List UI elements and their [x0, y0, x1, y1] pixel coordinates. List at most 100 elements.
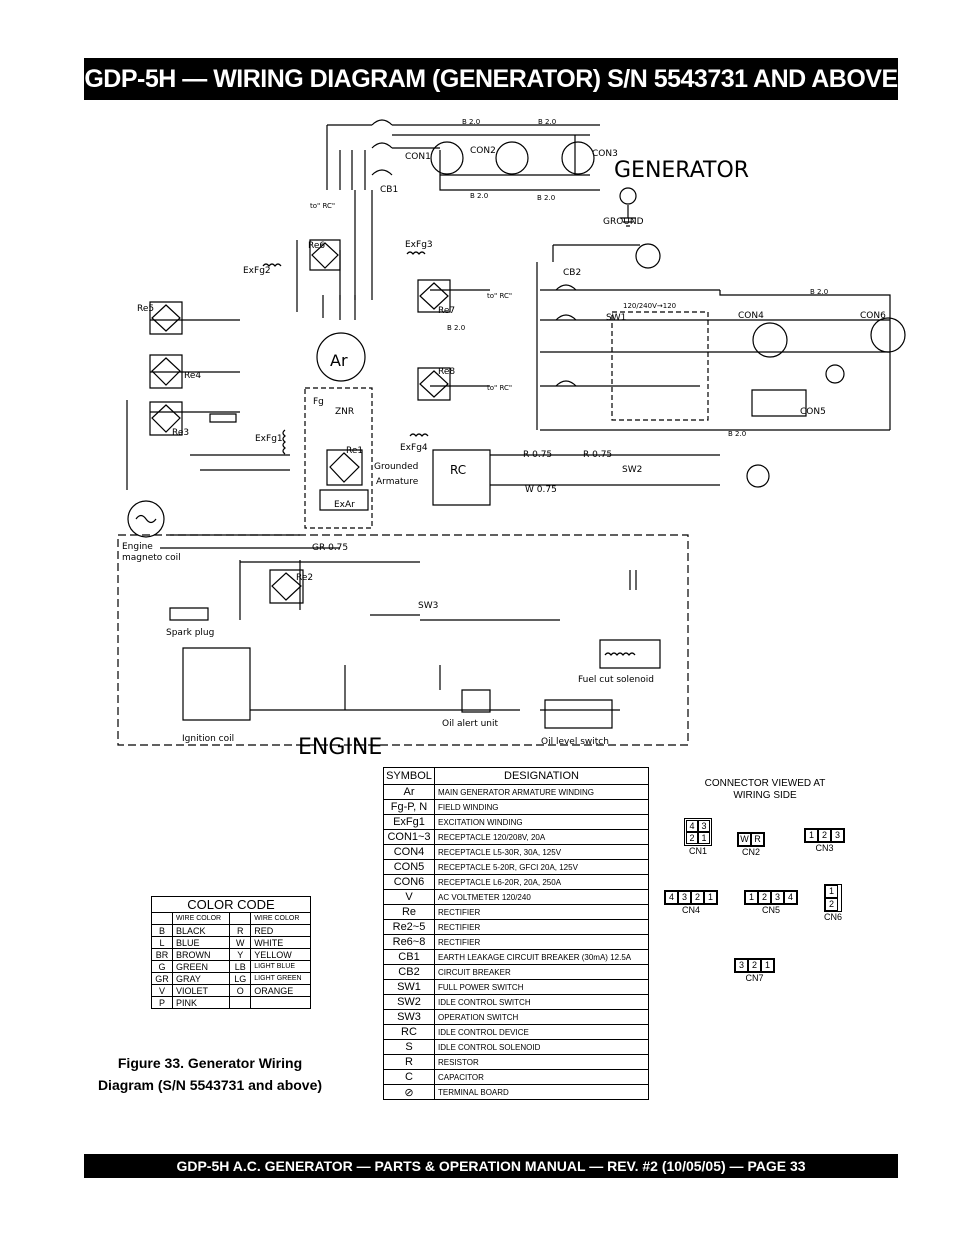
connector-body: 3 2 1 — [734, 958, 775, 973]
symbol-cell: RC — [383, 1024, 435, 1040]
symbol-cell: CON4 — [383, 844, 435, 860]
color-abbrev: V — [151, 984, 173, 997]
engine-magneto-label-2: magneto coil — [122, 553, 181, 563]
rc-label: RC — [450, 463, 466, 477]
connector-cn2: W R CN2 — [737, 832, 765, 857]
color-code-header: WIRE COLOR WIRE COLOR — [151, 912, 311, 925]
pin: R — [751, 833, 764, 846]
exfg2-label: ExFg2 — [243, 266, 271, 276]
symbol-cell: Ar — [383, 784, 435, 800]
pin: W — [738, 833, 751, 846]
connector-cn5: 1 2 3 4 CN5 — [744, 890, 798, 915]
pin: 2 — [691, 891, 704, 904]
symbol-cell: C — [383, 1069, 435, 1085]
re8-label: Re8 — [438, 367, 455, 377]
connector-cn4: 4 3 2 1 CN4 — [664, 890, 718, 915]
pin: 3 — [831, 829, 844, 842]
fg-label: Fg — [313, 397, 324, 407]
symbol-cell: SW1 — [383, 979, 435, 995]
ar-label: Ar — [330, 351, 348, 370]
pin: 4 — [686, 820, 698, 832]
engine-magneto-label-1: Engine — [122, 542, 153, 552]
pin: 2 — [825, 898, 838, 911]
symbol-cell: Re2~5 — [383, 919, 435, 935]
color-name: LIGHT GREEN — [250, 972, 311, 985]
connector-heading-line-2: WIRING SIDE — [733, 790, 797, 801]
color-name: PINK — [171, 996, 231, 1009]
caption-line-1: Figure 33. Generator Wiring — [117, 1055, 303, 1071]
symbol-cell: Fg-P, N — [383, 799, 435, 815]
exfg1-label: ExFg1 — [255, 434, 283, 444]
designation-cell: RECTIFIER — [434, 934, 649, 950]
designation-cell: IDLE CONTROL SOLENOID — [434, 1039, 649, 1055]
designation-cell: RECTIFIER — [434, 919, 649, 935]
connector-heading-line-1: CONNECTOR VIEWED AT — [704, 778, 826, 789]
color-abbrev: GR — [151, 972, 173, 985]
color-abbrev: W — [229, 936, 252, 949]
to-rc-label-2: to" RC" — [487, 292, 512, 300]
color-abbrev — [229, 996, 252, 1009]
generator-label: GENERATOR — [614, 158, 749, 183]
color-name — [250, 996, 311, 1009]
pin: 1 — [825, 885, 838, 898]
color-name: BLACK — [171, 924, 231, 937]
pin: 4 — [784, 891, 797, 904]
cb1-label: CB1 — [380, 185, 398, 195]
connector-label: CN7 — [745, 973, 764, 983]
designation-cell: FIELD WINDING — [434, 799, 649, 815]
color-name: LIGHT BLUE — [250, 960, 311, 973]
connector-label: CN1 — [688, 846, 707, 856]
terminal-board-icon: ⊘ — [383, 1084, 435, 1100]
wire-b20-5: B 2.0 — [447, 324, 465, 332]
to-rc-label-3: to" RC" — [487, 384, 512, 392]
designation-cell: EARTH LEAKAGE CIRCUIT BREAKER (30mA) 12.… — [434, 949, 649, 965]
page-title: GDP-5H — WIRING DIAGRAM (GENERATOR) S/N … — [84, 58, 898, 100]
designation-cell: OPERATION SWITCH — [434, 1009, 649, 1025]
symbol-cell: R — [383, 1054, 435, 1070]
symbol-cell: CON1~3 — [383, 829, 435, 845]
designation-cell: RECEPTACLE L6-20R, 20A, 250A — [434, 874, 649, 890]
fuel-cut-label: Fuel cut solenoid — [578, 675, 654, 685]
pin: 3 — [735, 959, 748, 972]
designation-cell: AC VOLTMETER 120/240 — [434, 889, 649, 905]
wire-r075-1: R 0.75 — [523, 450, 552, 460]
con5-label: CON5 — [800, 407, 826, 417]
re3-label: Re3 — [172, 428, 189, 438]
connector-cn3: 1 2 3 CN3 — [804, 828, 845, 853]
grounded-label-1: Grounded — [374, 462, 418, 472]
designation-cell: RECTIFIER — [434, 904, 649, 920]
pin: 3 — [678, 891, 691, 904]
con1-label: CON1 — [405, 152, 431, 162]
sw3-label: SW3 — [418, 601, 438, 611]
symbol-cell: CON6 — [383, 874, 435, 890]
color-name: BLUE — [171, 936, 231, 949]
connector-cn7: 3 2 1 CN7 — [734, 958, 775, 983]
pin: 1 — [805, 829, 818, 842]
symbol-cell: Re6~8 — [383, 934, 435, 950]
pin: 1 — [704, 891, 717, 904]
connector-label: CN3 — [815, 843, 834, 853]
con3-label: CON3 — [592, 149, 618, 159]
designation-cell: IDLE CONTROL DEVICE — [434, 1024, 649, 1040]
color-name: RED — [250, 924, 311, 937]
color-abbrev: LB — [229, 960, 252, 973]
re2-label: Re2 — [296, 573, 313, 583]
color-name: BROWN — [171, 948, 231, 961]
pin: 1 — [698, 832, 710, 844]
color-abbrev: G — [151, 960, 173, 973]
voltage-switch-label: 120/240V→120 — [623, 302, 676, 310]
